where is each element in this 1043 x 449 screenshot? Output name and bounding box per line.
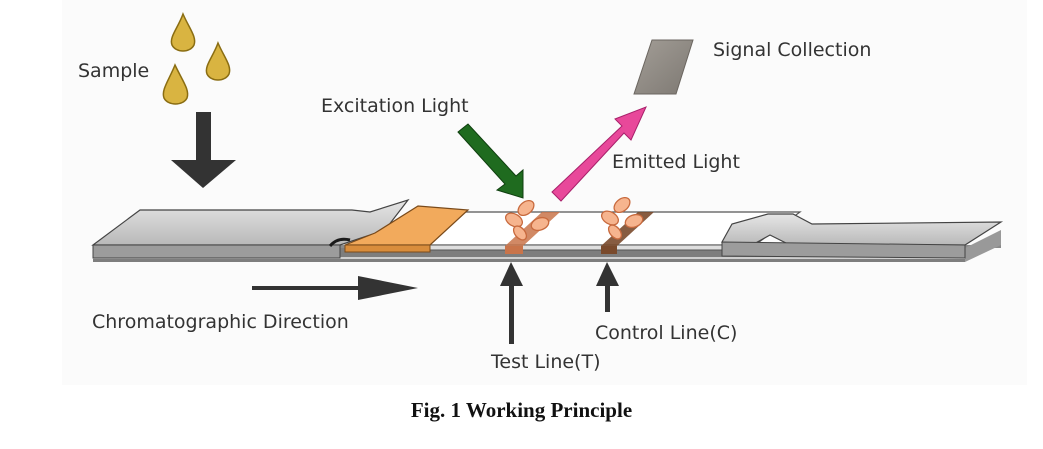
sample-drop-3 <box>162 63 189 105</box>
control-line-label: Control Line(C) <box>595 322 737 344</box>
control-line-particles <box>600 196 644 240</box>
test-line-pointer <box>500 262 523 344</box>
signal-collection-label: Signal Collection <box>713 39 871 61</box>
sample-pad-side <box>92 244 341 259</box>
conjugate-pad-side <box>344 244 431 253</box>
detector <box>633 39 694 95</box>
emission-arrow <box>551 106 647 202</box>
sample-pad-top <box>91 198 410 246</box>
test-strip <box>91 198 1004 262</box>
chromatographic-direction-label: Chromatographic Direction <box>92 311 349 333</box>
sample-label: Sample <box>78 60 149 82</box>
sample-droplets <box>162 11 231 105</box>
sample-flow-arrow <box>171 112 236 188</box>
excitation-light-label: Excitation Light <box>321 95 469 117</box>
sample-drop-2 <box>205 40 231 81</box>
excitation-arrow <box>457 123 524 199</box>
strip-backing-end <box>965 230 1001 262</box>
test-line-label: Test Line(T) <box>490 351 600 373</box>
emitted-light-label: Emitted Light <box>612 151 740 173</box>
chromatographic-direction-arrow <box>252 276 418 300</box>
figure-caption: Fig. 1 Working Principle <box>410 398 633 422</box>
sample-drop-1 <box>170 11 196 52</box>
test-line-particles <box>504 199 550 241</box>
membrane-edge <box>389 244 756 251</box>
absorbent-pad-side <box>721 241 966 259</box>
control-line-pointer <box>596 262 619 312</box>
absorbent-pad-top <box>721 213 1004 246</box>
